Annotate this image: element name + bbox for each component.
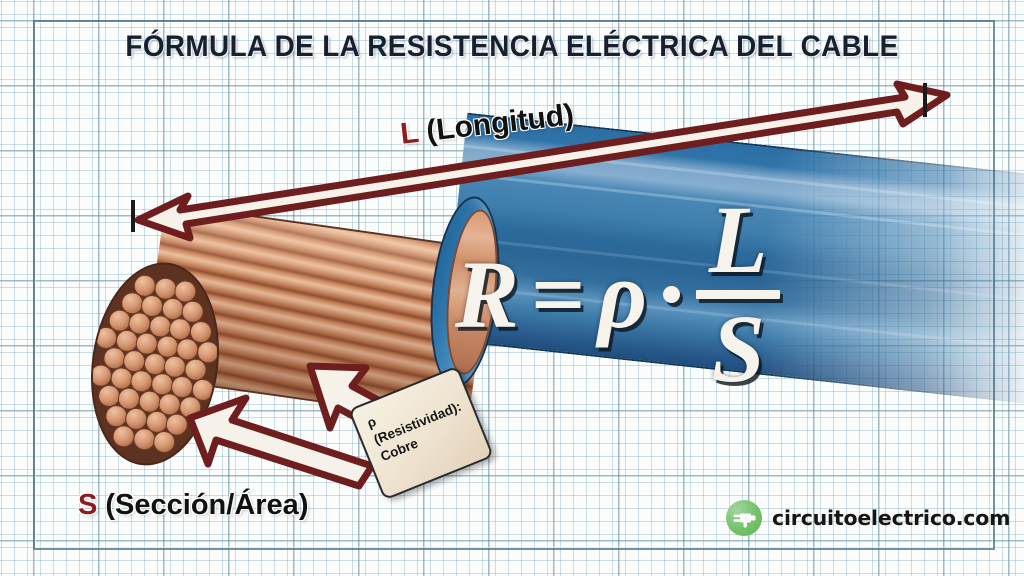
label-section-text: (Sección/Área)	[97, 489, 309, 521]
plug-icon	[726, 500, 762, 536]
formula-fraction: L S	[696, 186, 781, 403]
resistance-formula: R = ρ L S	[455, 186, 781, 403]
formula-multiply-dot	[663, 286, 681, 304]
site-url: circuitoelectrico.com	[772, 506, 1011, 530]
formula-denominator: S	[711, 295, 765, 403]
formula-rho: ρ	[597, 240, 648, 348]
label-section: S (Sección/Área)	[78, 489, 308, 522]
page-title: FÓRMULA DE LA RESISTENCIA ELÉCTRICA DEL …	[125, 30, 899, 63]
label-section-symbol: S	[78, 489, 98, 521]
formula-numerator: L	[708, 186, 768, 293]
formula-equals: =	[531, 240, 586, 348]
site-watermark[interactable]: circuitoelectrico.com	[726, 500, 1010, 536]
fraction-bar	[696, 290, 781, 300]
formula-r: R	[455, 240, 520, 348]
